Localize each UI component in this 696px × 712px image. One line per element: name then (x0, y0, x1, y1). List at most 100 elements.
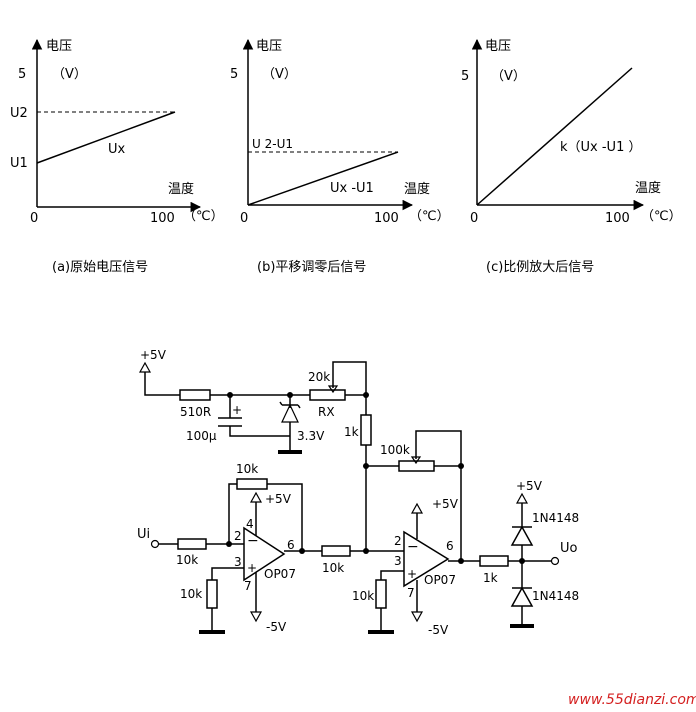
resistor-10k-ground-1 (206, 579, 218, 609)
op1-pin7: 7 (244, 579, 252, 593)
graph-b-origin: 0 (240, 211, 248, 226)
op2-vplus-arrow (410, 502, 424, 514)
op2-pin2: 2 (394, 534, 402, 548)
wire-supply (144, 372, 180, 396)
opamp-1-plus: + (247, 561, 257, 575)
resistor-510r-label: 510R (180, 405, 211, 419)
resistor-10k-ground-2-label: 10k (352, 589, 374, 603)
op2-vplus-label: +5V (432, 497, 459, 511)
graph-a-y-unit: （V） (52, 67, 87, 82)
graph-b-level-label: U 2-U1 (252, 137, 293, 151)
pot-rx-value: 20k (308, 370, 330, 384)
op2-name: OP07 (424, 573, 456, 587)
graph-b-y-tick: 5 (230, 67, 238, 82)
graph-b-x-unit: （℃） (409, 209, 450, 224)
op2-vminus-label: -5V (428, 623, 449, 637)
graph-c-y-label: 电压 (485, 39, 511, 54)
resistor-1k-vertical (360, 414, 372, 446)
wire-pot-rx-wiper (332, 361, 367, 395)
diode-2-triangle (510, 586, 534, 607)
graph-b-x-tick: 100 (374, 211, 399, 226)
op1-vminus-arrow (249, 611, 263, 623)
graph-c: 电压 （V） 5 k（Ux -U1 ） 温度 0 100 （℃） (c)比例放大… (461, 38, 682, 275)
graph-c-x-label: 温度 (635, 180, 661, 196)
graph-a-x-label: 温度 (168, 181, 194, 197)
graph-b: 电压 （V） 5 U 2-U1 Ux -U1 温度 0 100 （℃） (b)平… (230, 38, 450, 275)
graph-a-caption: (a)原始电压信号 (52, 260, 148, 275)
diode-2-label: 1N4148 (532, 589, 579, 603)
op1-pin2: 2 (234, 529, 242, 543)
watermark: www.55dianzi.com (568, 692, 696, 708)
graph-b-caption: (b)平移调零后信号 (257, 260, 366, 275)
graph-a-y-tick: 5 (18, 67, 26, 82)
zener-label: 3.3V (297, 429, 325, 443)
graph-b-shifted-line (247, 151, 399, 206)
wire-100k-wiper (415, 430, 462, 466)
op1-vplus-label: +5V (265, 492, 292, 506)
resistor-10k-ground-1-label: 10k (180, 587, 202, 601)
capacitor-label: 100μ (186, 429, 217, 443)
graph-b-line-label: Ux -U1 (330, 181, 374, 196)
graph-a-x-unit: （℃） (183, 209, 224, 224)
graph-a-level-u2: U2 (10, 106, 28, 121)
opamp-1-minus: − (247, 533, 259, 549)
capacitor-plus: + (232, 403, 242, 417)
node-summing (363, 548, 369, 554)
op2-vminus-arrow (410, 611, 424, 623)
op1-pin4: 4 (246, 517, 254, 531)
wire-cap-bottom (229, 426, 290, 437)
graph-a-x-tick: 100 (150, 211, 175, 226)
resistor-10k-input-label: 10k (176, 553, 198, 567)
graph-a-ux-line (36, 111, 176, 164)
supply-top-label: +5V (140, 348, 167, 362)
graph-c-scaled-line (476, 67, 633, 206)
diode-1-label: 1N4148 (532, 511, 579, 525)
graph-a-origin: 0 (30, 211, 38, 226)
op1-pin6: 6 (287, 538, 295, 552)
circuit-schematic: +5V 510R + 100μ 3.3V 20k RX 1k (137, 348, 579, 637)
input-terminal (150, 539, 160, 549)
resistor-10k-feedback (236, 478, 268, 490)
pot-rx-wiper-arrow (327, 385, 339, 394)
output-label: Uo (560, 541, 578, 556)
op1-vplus-arrow (249, 491, 263, 503)
pot-rx-name: RX (318, 405, 335, 419)
graph-a-y-label: 电压 (46, 39, 72, 54)
input-label: Ui (137, 527, 150, 542)
resistor-1k-vertical-label: 1k (344, 425, 359, 439)
op2-pin7: 7 (407, 586, 415, 600)
op1-pin3: 3 (234, 555, 242, 569)
graph-b-y-unit: （V） (262, 67, 297, 82)
resistor-10k-input (177, 538, 207, 550)
resistor-1k-output (479, 555, 509, 567)
opamp-2 (403, 530, 450, 588)
resistor-10k-feedback-label: 10k (236, 462, 258, 476)
resistor-10k-ground-2 (375, 579, 387, 609)
op1-name: OP07 (264, 567, 296, 581)
graph-c-y-tick: 5 (461, 69, 469, 84)
graph-a: 电压 （V） 5 U2 U1 Ux 温度 0 100 （℃） (a)原始电压信号 (10, 38, 224, 275)
graph-c-x-unit: （℃） (641, 209, 682, 224)
diode-1-triangle (510, 525, 534, 546)
resistor-510r (179, 389, 211, 401)
graph-a-line-label: Ux (108, 142, 126, 157)
op2-pin6: 6 (446, 539, 454, 553)
pot-100k-label: 100k (380, 443, 410, 457)
opamp-2-minus: − (407, 539, 419, 555)
output-terminal (550, 556, 560, 566)
graph-b-y-label: 电压 (256, 39, 282, 54)
wire-fb1-right (267, 483, 303, 551)
graph-b-x-label: 温度 (404, 181, 430, 197)
wire-op2-plus (380, 570, 404, 580)
pot-100k-wiper-arrow (410, 456, 422, 465)
opamp-1 (243, 526, 286, 582)
node-op2-out (458, 558, 464, 564)
graph-c-y-unit: （V） (491, 69, 526, 84)
diode-supply-arrow (515, 492, 529, 504)
graph-c-line-label: k（Ux -U1 ） (560, 140, 641, 155)
graph-c-origin: 0 (470, 211, 478, 226)
resistor-1k-output-label: 1k (483, 571, 498, 585)
wire-op1-plus (211, 567, 244, 580)
node-op1-out (299, 548, 305, 554)
